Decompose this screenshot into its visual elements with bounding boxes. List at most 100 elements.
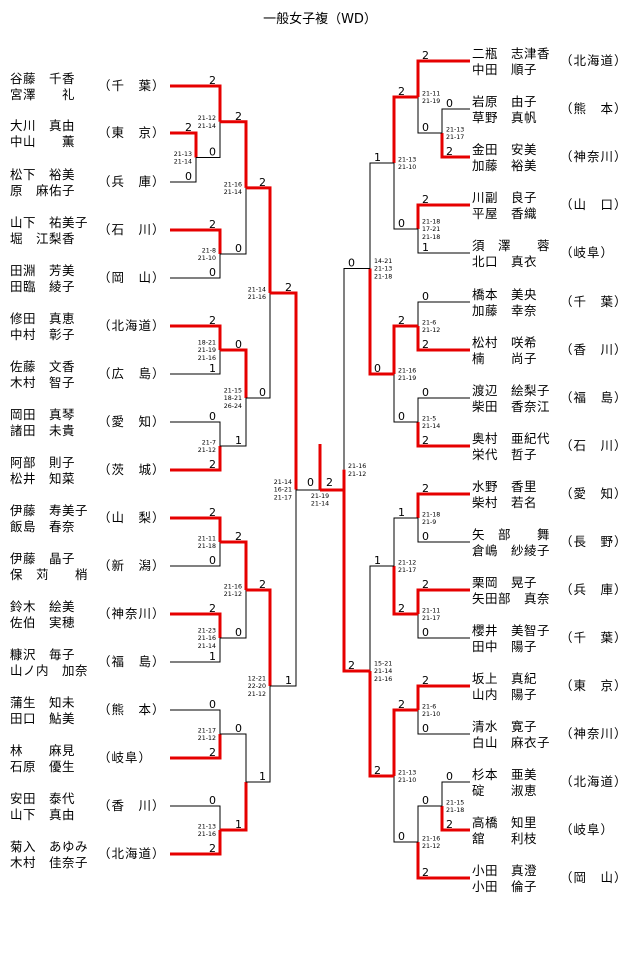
right-entry-7-prefecture: （香 川）: [560, 342, 628, 357]
r_r2b-score-top: 2: [422, 193, 429, 206]
l_r2h-top-line: [170, 805, 221, 830]
l_r3a-score-top: 2: [235, 110, 242, 123]
right-entry-14-player-1: 坂上 真紀: [472, 671, 538, 686]
right-entry-15-prefecture: （神奈川）: [560, 726, 628, 741]
r_r1b-set-scores-line-2: 21-18: [446, 807, 464, 814]
left-entry-17-player-2: 木村 佳奈子: [10, 855, 89, 870]
r_r3b-score-top: 2: [398, 314, 405, 327]
l_r2c-top-line: [170, 324, 222, 350]
right-entry-11-player-2: 倉嶋 紗綾子: [472, 543, 551, 558]
left-entry-1-player-2: 宮澤 礼: [10, 87, 76, 102]
left-entry-17-player-1: 菊入 あゆみ: [10, 839, 89, 854]
r_r2g-score-top: 2: [422, 674, 429, 687]
l_r4b-top-line: [246, 588, 272, 686]
left-entry-12-player-1: 鈴木 絵美: [10, 599, 76, 614]
left-entry-3-player-2: 原 麻佑子: [10, 183, 76, 198]
left-entry-15-prefecture: （岐阜）: [98, 750, 153, 765]
r_r2d-set-scores-line-2: 21-14: [422, 423, 440, 430]
l_r3b-bottom-line: [220, 398, 247, 447]
left-entry-4-player-2: 堀 江梨香: [10, 231, 76, 246]
r_sf-score-top: 0: [348, 257, 355, 270]
l_r2c-set-scores-line-2: 21-19: [198, 347, 216, 354]
l_r4a-score-bottom: 0: [259, 386, 266, 399]
r_r3d-bottom-line: [393, 776, 418, 843]
r_r2b-set-scores-line-2: 17-21: [422, 226, 440, 233]
final-right-line: [320, 469, 346, 492]
left-entry-16-player-2: 山下 真由: [10, 807, 76, 822]
l_r2e-top-line: [170, 516, 222, 542]
left-entry-11-player-2: 保 苅 梢: [10, 567, 89, 582]
right-entry-6-player-1: 橋本 美央: [472, 287, 538, 302]
r_r2g-top-line: [416, 684, 470, 710]
r_r2f-score-top: 2: [422, 578, 429, 591]
l_r4a-bottom-line: [246, 292, 271, 399]
r_r2d-top-line: [417, 397, 470, 422]
l_r2e-score-top: 2: [209, 506, 216, 519]
l_r2g-bottom-line: [170, 734, 222, 760]
right-entry-8-player-1: 渡辺 絵梨子: [472, 383, 551, 398]
r_r2h-top-line: [417, 805, 442, 842]
r_r4a-score-bottom: 0: [374, 362, 381, 375]
right-entry-9-player-2: 栄代 哲子: [472, 447, 538, 462]
r_sf-set-scores-line-1: 21-16: [348, 463, 366, 470]
left-entry-3-player-1: 松下 裕美: [10, 167, 76, 182]
l_r2e-set-scores-line-2: 21-18: [198, 543, 216, 550]
right-entry-4-player-1: 川副 良子: [472, 190, 538, 205]
l_r2g-set-scores-line-2: 21-12: [198, 735, 216, 742]
right-entry-3-prefecture: （神奈川）: [560, 149, 628, 164]
r_r3a-bottom-line: [393, 163, 418, 230]
right-entry-17-player-2: 舘 利枝: [472, 831, 538, 846]
right-entry-9-prefecture: （石 川）: [560, 438, 628, 453]
l_r2c-set-scores-line-1: 18-21: [198, 340, 216, 347]
left-entry-5-player-2: 田臨 綾子: [10, 279, 76, 294]
right-entry-2-prefecture: （熊 本）: [560, 101, 628, 116]
l_r2e-score-bottom: 0: [209, 554, 216, 567]
r_r2f-set-scores-line-1: 21-11: [422, 607, 440, 614]
l_r2c-set-scores-line-3: 21-16: [198, 355, 216, 362]
l_r3b-set-scores-line-3: 26-24: [224, 403, 242, 410]
right-entry-16-player-2: 碇 淑恵: [472, 783, 538, 798]
right-entry-4-prefecture: （山 口）: [560, 197, 628, 212]
l_r2b-score-bottom: 0: [209, 266, 216, 279]
right-entry-10-player-2: 柴村 若名: [472, 495, 538, 510]
left-entry-4-player-1: 山下 祐美子: [10, 215, 89, 230]
left-entry-6-player-1: 修田 真恵: [10, 311, 76, 326]
r_r4a-set-scores-line-2: 21-13: [374, 266, 392, 273]
right-entry-12-prefecture: （兵 庫）: [560, 582, 628, 597]
left-entry-11-prefecture: （新 潟）: [98, 558, 166, 573]
right-entry-5-player-1: 須 澤 蓉: [472, 238, 551, 253]
left-entry-5-prefecture: （岡 山）: [98, 270, 166, 285]
r_r2g-bottom-line: [417, 710, 470, 735]
r_r4b-score-top: 1: [374, 554, 381, 567]
l_sf-set-scores-line-2: 16-21: [274, 487, 292, 494]
left-entry-14-prefecture: （熊 本）: [98, 702, 166, 717]
l_r3b-top-line: [220, 348, 248, 398]
l_r4b-score-top: 2: [259, 578, 266, 591]
l_r1a-score-top: 2: [185, 121, 192, 134]
r_r2c-bottom-line: [416, 326, 470, 352]
right-entry-3-player-2: 加藤 裕美: [472, 158, 538, 173]
right-entry-17-player-1: 高橋 知里: [472, 815, 538, 830]
r_r1a-set-scores-line-2: 21-17: [446, 134, 464, 141]
r_r2c-score-top: 0: [422, 290, 429, 303]
l_r4a-top-line: [246, 186, 272, 293]
final-left-line: [295, 489, 320, 491]
left-entry-2-prefecture: （東 京）: [98, 125, 166, 140]
l_r2d-top-line: [170, 421, 221, 446]
l_r2g-score-bottom: 2: [209, 746, 216, 759]
l_r2g-score-top: 0: [209, 698, 216, 711]
left-entry-2-player-1: 大川 真由: [10, 118, 76, 133]
left-entry-12-prefecture: （神奈川）: [98, 606, 166, 621]
l_r3b-set-scores-line-2: 18-21: [224, 395, 242, 402]
l_r1a-score-bottom: 0: [185, 170, 192, 183]
r_r2h-set-scores-line-2: 21-12: [422, 843, 440, 850]
l_r2a-top-line: [170, 84, 222, 122]
r_r2f-set-scores-line-2: 21-17: [422, 615, 440, 622]
right-entry-13-player-2: 田中 陽子: [472, 639, 538, 654]
l_r2d-score-top: 0: [209, 410, 216, 423]
r_r3c-score-top: 1: [398, 506, 405, 519]
left-entry-6-prefecture: （北海道）: [98, 318, 166, 333]
l_r2h-bottom-line: [170, 830, 222, 856]
l_r2f-score-bottom: 1: [209, 650, 216, 663]
right-entry-18-prefecture: （岡 山）: [560, 870, 628, 885]
